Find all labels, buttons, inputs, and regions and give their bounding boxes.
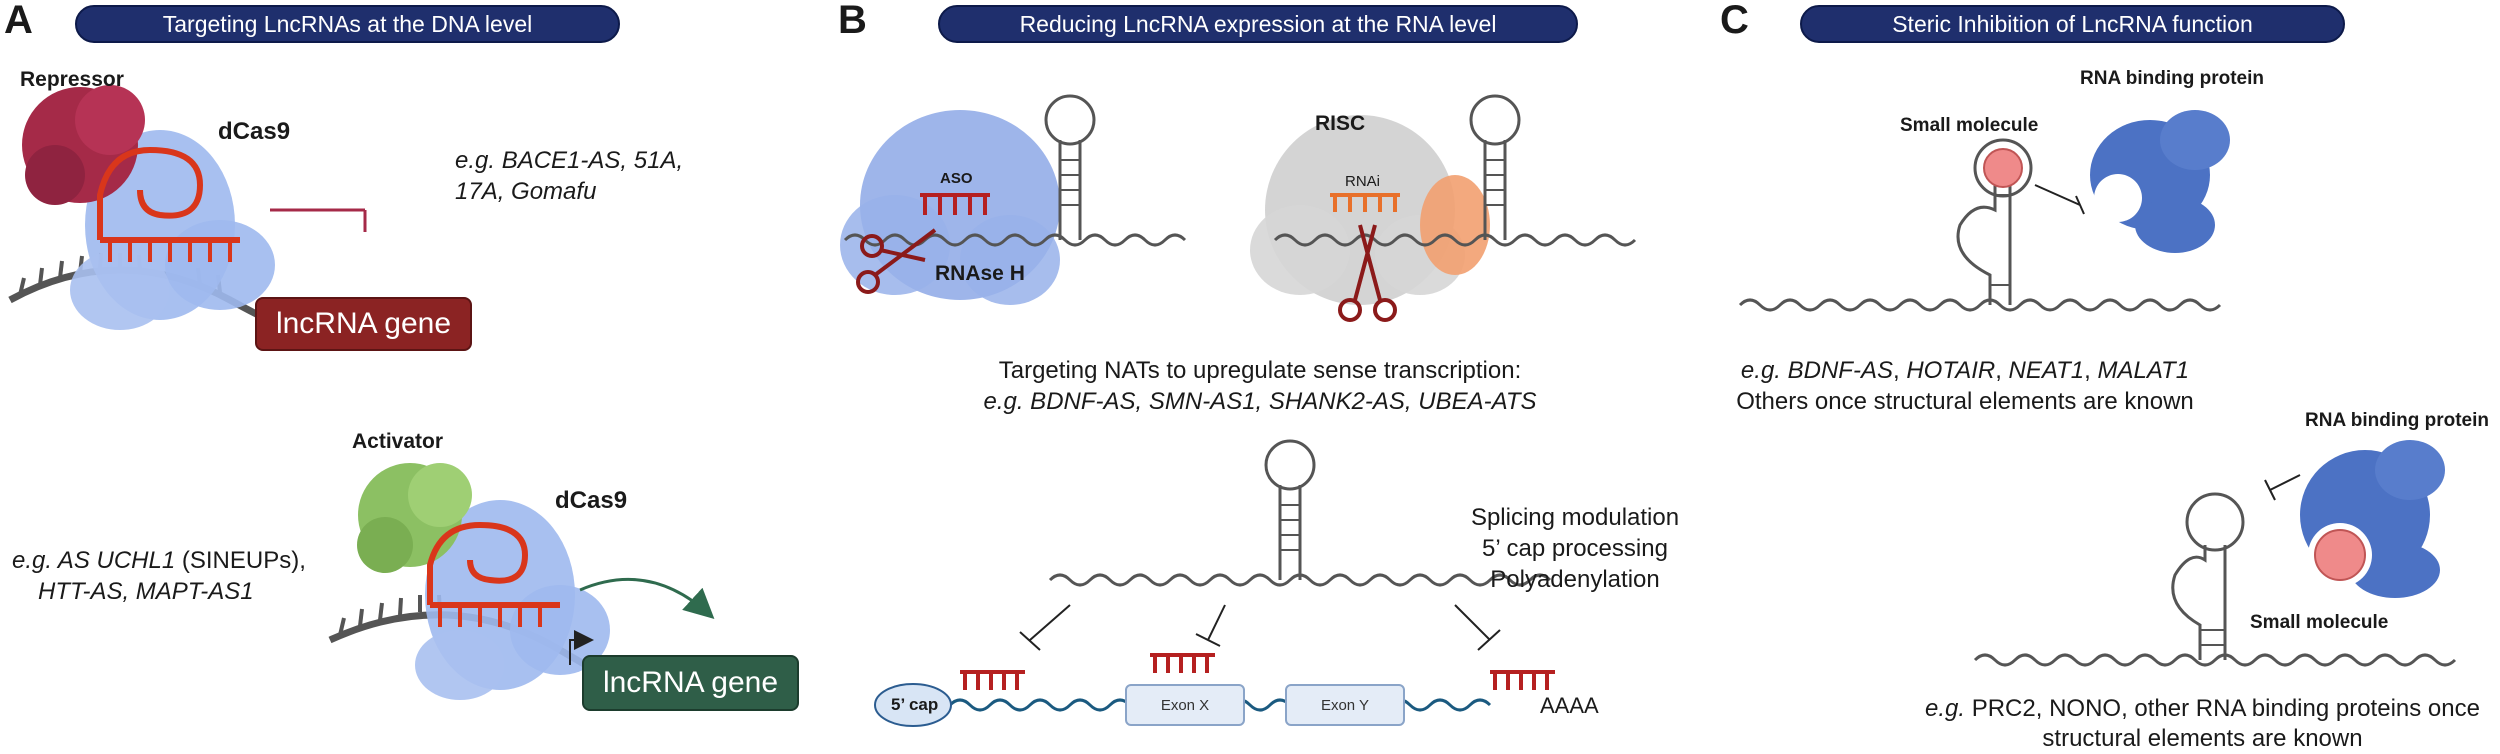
rbp-protein-top [2090, 110, 2230, 253]
cap-label: 5’ cap [891, 695, 939, 714]
rnase-h-label: RNAse H [935, 262, 1025, 285]
small-molecule-bottom [2314, 529, 2366, 581]
example-bottom-line1-rest: (SINEUPs), [175, 547, 306, 574]
nat-line1: Targeting NATs to upregulate sense trans… [998, 357, 1522, 384]
small-molecule-label-bottom: Small molecule [2250, 612, 2389, 633]
rna-strand-aso [843, 233, 1187, 247]
example-top-line2: 17A, Gomafu [455, 178, 597, 205]
scissors-icon [856, 228, 937, 294]
guide-rna-top [97, 146, 240, 262]
panel-c-letter: C [1720, 0, 1749, 42]
gene-box-top: lncRNA gene [255, 297, 472, 351]
rna-hairpin-aso [1044, 94, 1096, 240]
example-bottom-line2: HTT-AS, MAPT-AS1 [38, 578, 254, 605]
risc-label: RISC [1315, 112, 1366, 135]
guide-rna-bottom [427, 521, 560, 627]
rna-hairpin-c-bottom [2171, 492, 2245, 660]
panel-b-letter: B [838, 0, 867, 42]
small-molecule-label-top: Small molecule [1900, 115, 2039, 136]
inhibition-c-top [2034, 184, 2085, 215]
mod-line3: Polyadenylation [1490, 566, 1660, 593]
ex-c-sep2: , [1995, 357, 2009, 384]
rna-hairpin-c-top [1956, 138, 2033, 305]
polya-tail: AAAA [1540, 693, 1599, 718]
ex-c-hotair: HOTAIR [1906, 357, 1996, 384]
gene-box-bottom: lncRNA gene [582, 655, 799, 711]
risc-complex [1250, 115, 1490, 305]
exon-y: Exon Y [1285, 684, 1405, 726]
exon-x: Exon X [1125, 684, 1245, 726]
dcas9-label-top: dCas9 [218, 118, 291, 145]
ex-c-sep3: , [2084, 357, 2098, 384]
aso-oligo [920, 193, 990, 215]
scissors-icon-risc [1338, 224, 1397, 322]
activator-label: Activator [352, 430, 444, 453]
repressor-label: Repressor [20, 68, 124, 91]
ex-c-eg: e.g. [1740, 357, 1788, 384]
transcription-start-arrow-icon [569, 630, 594, 665]
rbp-label-top: RNA binding protein [2080, 68, 2264, 89]
activation-arrow-icon [579, 577, 715, 620]
ex-c-sep1: , [1892, 357, 1907, 384]
example-c-top-line2: Others once structural elements are know… [1736, 388, 2194, 415]
mod-line2: 5’ cap processing [1482, 535, 1668, 562]
inhibition-lines-nat [1019, 604, 1501, 651]
example-bottom-line1-italic: e.g. AS UCHL1 [12, 547, 176, 574]
example-c-bottom-line1: e.g. PRC2, NONO, other RNA binding prote… [1905, 693, 2500, 724]
rbp-label-bottom: RNA binding protein [2305, 410, 2489, 431]
cap-ellipse [874, 683, 952, 727]
small-molecule-top [1983, 148, 2023, 188]
rna-hairpin-nat [1264, 439, 1316, 580]
inhibition-c-bottom [2264, 474, 2301, 501]
panel-a-letter: A [4, 0, 33, 42]
ex-c-bdnf: BDNF-AS [1787, 357, 1893, 384]
rnai-label: RNAi [1345, 173, 1381, 190]
rnai-strand [1330, 193, 1400, 212]
activator-domain [357, 463, 472, 573]
panel-a-banner: Targeting LncRNAs at the DNA level [75, 5, 620, 43]
rbp-protein-bottom [2300, 440, 2445, 598]
inhibition-line-top [270, 208, 367, 232]
nat-line2: e.g. BDNF-AS, SMN-AS1, SHANK2-AS, UBEA-A… [983, 388, 1537, 415]
example-c-bottom-line2: structural elements are known [2042, 725, 2363, 752]
rna-hairpin-risc [1469, 94, 1521, 240]
panel-c-banner: Steric Inhibition of LncRNA function [1800, 5, 2345, 43]
dcas9-label-bottom: dCas9 [555, 487, 628, 514]
mod-line1: Splicing modulation [1470, 504, 1680, 531]
rna-strand-risc [1273, 233, 1637, 247]
example-c-top-line1: e.g. BDNF-AS, HOTAIR, NEAT1, MALAT1 [1715, 355, 2215, 386]
aso-label: ASO [940, 170, 973, 187]
panel-b-banner: Reducing LncRNA expression at the RNA le… [938, 5, 1578, 43]
aso-splice-oligos [960, 653, 1555, 690]
rnase-h-protein [840, 110, 1060, 305]
ex-c-bottom-rest: PRC2, NONO, other RNA binding proteins o… [1965, 695, 2480, 722]
rna-strand-c-bottom [1973, 653, 2457, 667]
rna-strand-c-top [1738, 298, 2222, 312]
ex-c-malat1: MALAT1 [2097, 357, 2190, 384]
example-bottom-line1: e.g. AS UCHL1 (SINEUPs), [12, 545, 306, 576]
ex-c-neat1: NEAT1 [2008, 357, 2085, 384]
example-top-line1: e.g. BACE1-AS, 51A, [455, 147, 684, 174]
ex-c-bottom-eg: e.g. [1925, 695, 1966, 722]
